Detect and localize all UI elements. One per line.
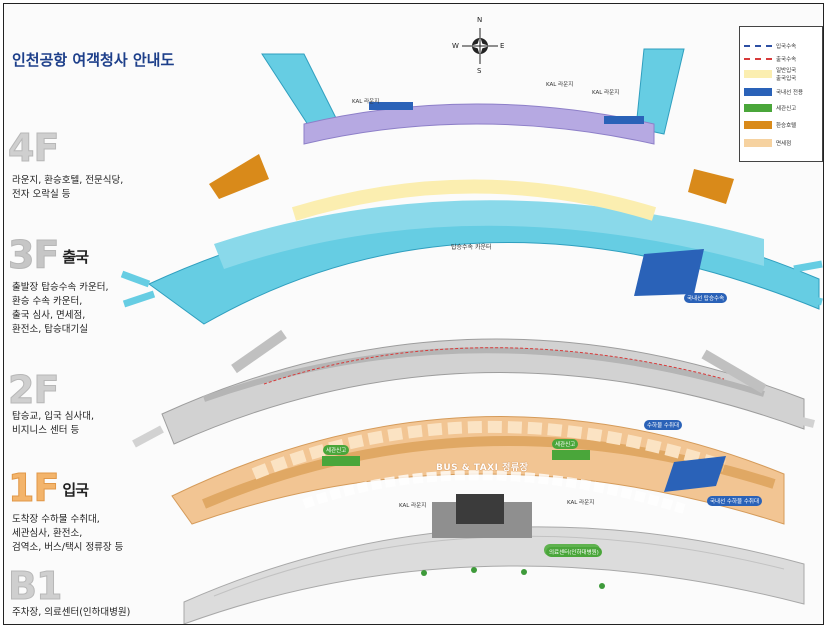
legend-swatch [744, 70, 772, 78]
legend-swatch [744, 120, 772, 129]
compass-icon [462, 28, 498, 64]
floor-2f-plan [132, 329, 815, 448]
legend-row: 일반입국 출국입국 [744, 67, 796, 82]
compass-e: E [500, 42, 505, 50]
floor-b1-label: B1 [7, 564, 62, 608]
kal-lounge-2-label: KAL 라운지 [546, 82, 574, 88]
compass-n: N [477, 16, 483, 24]
kal-lounge-1-label: KAL 라운지 [352, 99, 380, 105]
legend-row: 면세점 [744, 138, 791, 147]
legend-row: 출국수속 [744, 54, 796, 63]
bus-taxi-label: BUS & TAXI 정류장 [436, 463, 529, 473]
floor-4f-plan [209, 48, 734, 204]
legend-swatch [744, 87, 772, 96]
compass-s: S [477, 67, 482, 75]
floor-1f-desc: 도착장 수하물 수취대, 세관심사, 환전소, 검역소, 버스/택시 정류장 등 [12, 514, 124, 553]
medical-center-label: 의료센터(인하대병원) [546, 547, 602, 557]
floor-3f-plan [120, 179, 823, 325]
legend-row: 세관신고 [744, 103, 796, 112]
legend-swatch [744, 138, 772, 147]
arrival-line-icon [744, 44, 772, 47]
floor-b1-plan [183, 494, 805, 624]
floor-2f-desc: 탑승교, 입국 심사대, 비지니스 센터 등 [12, 411, 94, 436]
compass-w: W [452, 42, 459, 50]
domestic-baggage-label: 국내선 수하물 수취대 [707, 496, 763, 506]
customs-1-label: 세관신고 [323, 445, 350, 455]
customs-2-label: 세관신고 [552, 439, 579, 449]
floor-b1-desc: 주차장, 의료센터(인하대병원) [12, 607, 131, 618]
page-title: 인천공항 여객청사 안내도 [12, 51, 175, 69]
legend-swatch [744, 103, 772, 112]
floor-1f-plan [171, 416, 785, 525]
floor-3f-desc: 출발장 탑승수속 카운터, 환승 수속 카운터, 출국 심사, 면세점, 환전소… [12, 282, 109, 335]
baggage-claim-label: 수하물 수취대 [644, 420, 683, 430]
kal-counter-2-label: KAL 라운지 [567, 500, 595, 506]
floor-4f-label: 4F [7, 126, 59, 170]
floor-4f-desc: 라운지, 환승호텔, 전문식당, 전자 오락실 등 [12, 175, 124, 200]
kal-lounge-3-label: KAL 라운지 [592, 90, 620, 96]
departure-line-icon [744, 57, 772, 60]
terminal-guide-map: 인천공항 여객청사 안내도 N S E W 4F 라운지, 환승호텔, 전문식당… [4, 4, 823, 624]
domestic-checkin-label: 국내선 탑승수속 [684, 293, 728, 303]
compass: N S E W [452, 14, 508, 76]
legend-row: 환승호텔 [744, 120, 796, 129]
map-frame: 인천공항 여객청사 안내도 N S E W 4F 라운지, 환승호텔, 전문식당… [3, 3, 824, 625]
transfer-counter-label: 탑승수속 카운터 [451, 244, 492, 251]
kal-counter-1-label: KAL 라운지 [399, 503, 427, 509]
floor-2f-label: 2F [7, 368, 59, 412]
terminal-drawing [120, 48, 823, 624]
legend-row: 입국수속 [744, 41, 796, 50]
map-legend: 입국수속 출국수속 일반입국 출국입국 국내선 전용 세관신고 환승호텔 [739, 26, 823, 162]
legend-row: 국내선 전용 [744, 87, 803, 96]
